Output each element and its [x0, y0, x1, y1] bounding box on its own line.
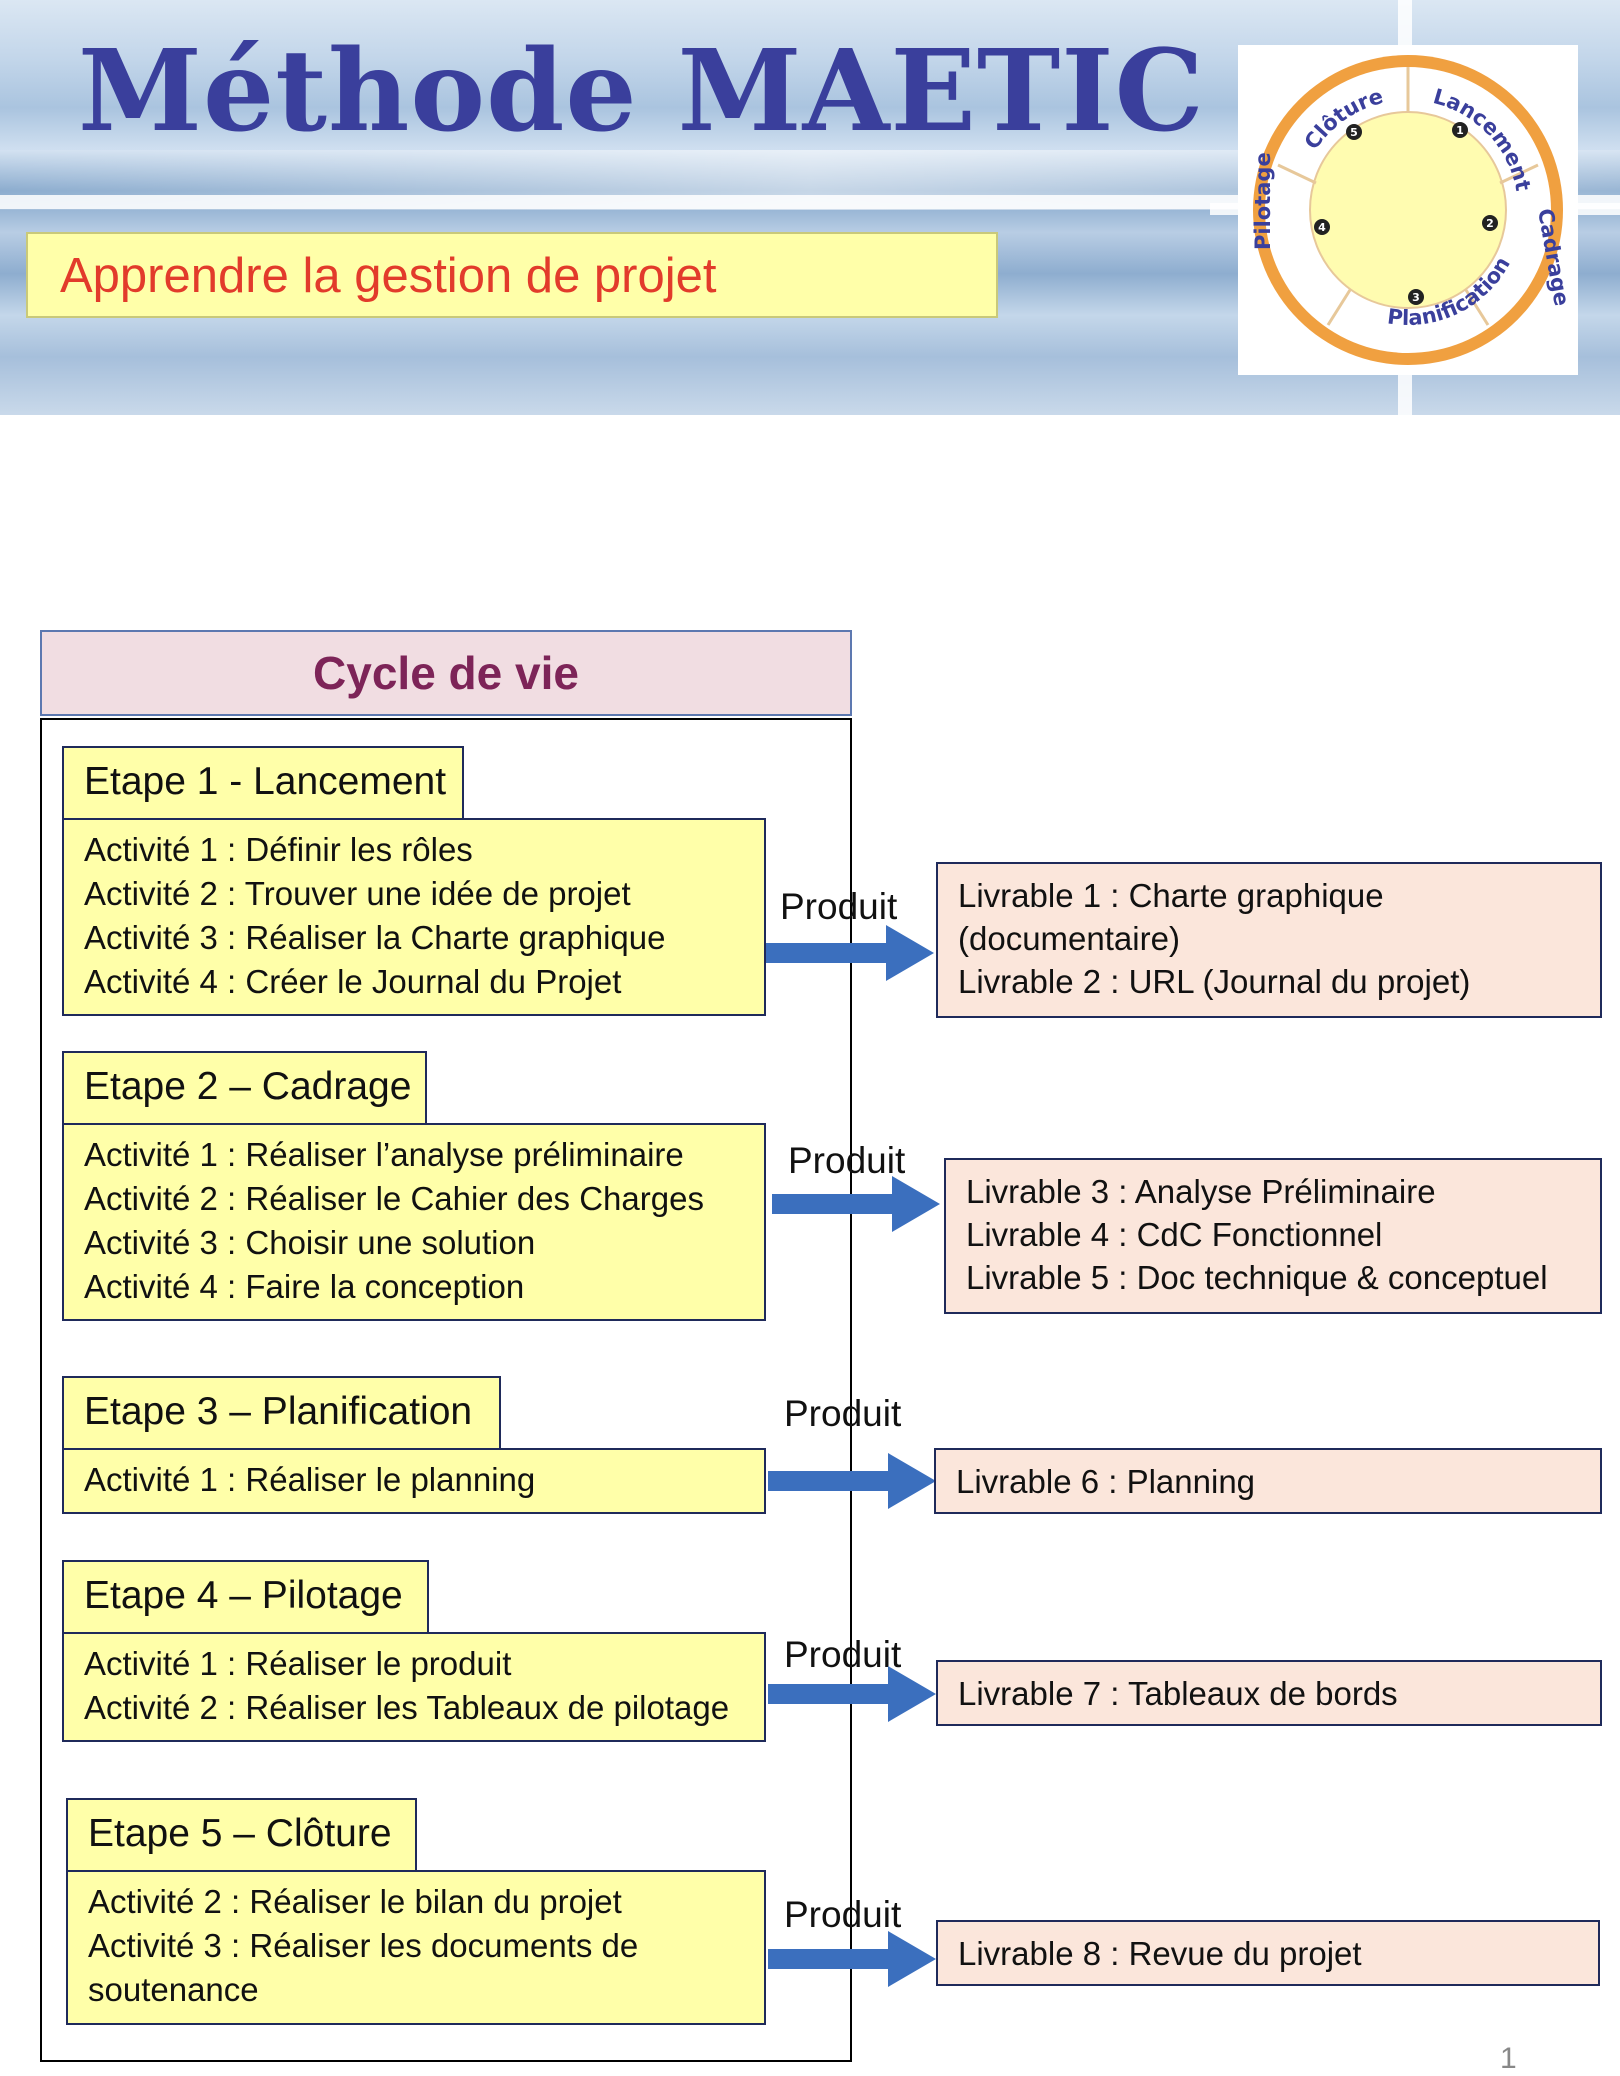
produit-label-1: Produit — [780, 886, 898, 927]
step-1-title: Etape 1 - Lancement — [62, 746, 464, 820]
step-2-activities: Activité 1 : Réaliser l’analyse prélimin… — [62, 1123, 766, 1321]
activity-item: Activité 3 : Choisir une solution — [84, 1224, 536, 1261]
deliverable-item: Livrable 8 : Revue du projet — [958, 1935, 1362, 1972]
produit-label-3: Produit — [784, 1393, 902, 1434]
deliverable-item: Livrable 1 : Charte graphique — [958, 877, 1384, 914]
produit-label-5: Produit — [784, 1894, 902, 1935]
step-5-deliverables: Livrable 8 : Revue du projet — [936, 1920, 1600, 1986]
activity-item: Activité 2 : Trouver une idée de projet — [84, 875, 631, 912]
step-1-activities: Activité 1 : Définir les rôles Activité … — [62, 818, 766, 1016]
logo-number-4: 4 — [1318, 221, 1326, 234]
cycle-heading: Cycle de vie — [313, 647, 579, 699]
maetic-logo: Clôture Lancement Planification Cadrage … — [1238, 45, 1578, 375]
step-title-text: Etape 4 – Pilotage — [84, 1574, 403, 1617]
arrow-right-icon — [772, 1176, 940, 1232]
arrow-right-icon — [768, 1931, 936, 1987]
step-4-deliverables: Livrable 7 : Tableaux de bords — [936, 1660, 1602, 1726]
step-3-activities: Activité 1 : Réaliser le planning — [62, 1448, 766, 1514]
cycle-logo-icon: Clôture Lancement Planification Cadrage … — [1251, 55, 1574, 365]
activity-item: Activité 2 : Réaliser le bilan du projet — [88, 1883, 622, 1920]
logo-label-pilotage: Pilotage — [1251, 152, 1275, 250]
activity-item: Activité 2 : Réaliser le Cahier des Char… — [84, 1180, 704, 1217]
step-title-text: Etape 1 - Lancement — [84, 760, 447, 803]
page-subtitle: Apprendre la gestion de projet — [60, 249, 717, 303]
deliverable-item: Livrable 5 : Doc technique & conceptuel — [966, 1259, 1548, 1296]
deliverable-item: Livrable 6 : Planning — [956, 1463, 1256, 1500]
step-2-deliverables: Livrable 3 : Analyse Préliminaire Livrab… — [944, 1158, 1602, 1314]
activity-item: Activité 2 : Réaliser les Tableaux de pi… — [84, 1689, 730, 1726]
deliverable-item: Livrable 3 : Analyse Préliminaire — [966, 1173, 1436, 1210]
deliverable-item: Livrable 4 : CdC Fonctionnel — [966, 1216, 1383, 1253]
deliverable-item: (documentaire) — [958, 920, 1180, 957]
step-4-activities: Activité 1 : Réaliser le produit Activit… — [62, 1632, 766, 1742]
activity-item: Activité 1 : Réaliser le produit — [84, 1645, 512, 1682]
step-title-text: Etape 3 – Planification — [84, 1390, 473, 1433]
logo-number-1: 1 — [1456, 124, 1464, 137]
activity-item: Activité 1 : Définir les rôles — [84, 831, 473, 868]
arrow-right-icon — [766, 925, 934, 981]
deliverable-item: Livrable 7 : Tableaux de bords — [958, 1675, 1398, 1712]
step-1-deliverables: Livrable 1 : Charte graphique (documenta… — [936, 862, 1602, 1018]
logo-number-2: 2 — [1486, 217, 1494, 230]
activity-item: Activité 4 : Créer le Journal du Projet — [84, 963, 622, 1000]
step-title-text: Etape 2 – Cadrage — [84, 1065, 412, 1108]
activity-item: Activité 1 : Réaliser le planning — [84, 1461, 536, 1498]
logo-number-5: 5 — [1350, 126, 1358, 139]
activity-item: Activité 3 : Réaliser la Charte graphiqu… — [84, 919, 666, 956]
activity-item: Activité 1 : Réaliser l’analyse prélimin… — [84, 1136, 684, 1173]
arrow-right-icon — [768, 1666, 936, 1722]
page-title: Méthode MAETIC — [78, 26, 1205, 157]
activity-item: Activité 4 : Faire la conception — [84, 1268, 525, 1305]
produit-label-4: Produit — [784, 1634, 902, 1675]
logo-number-3: 3 — [1412, 291, 1420, 304]
step-3-title: Etape 3 – Planification — [62, 1376, 501, 1450]
step-5-title: Etape 5 – Clôture — [66, 1798, 417, 1872]
step-title-text: Etape 5 – Clôture — [88, 1812, 392, 1855]
activity-item: Activité 3 : Réaliser les documents de s… — [88, 1927, 639, 2008]
step-5-activities: Activité 2 : Réaliser le bilan du projet… — [66, 1870, 766, 2025]
step-3-deliverables: Livrable 6 : Planning — [934, 1448, 1602, 1514]
cycle-heading-box: Cycle de vie — [40, 630, 852, 716]
deliverable-item: Livrable 2 : URL (Journal du projet) — [958, 963, 1471, 1000]
step-2-title: Etape 2 – Cadrage — [62, 1051, 427, 1125]
step-4-title: Etape 4 – Pilotage — [62, 1560, 429, 1634]
produit-label-2: Produit — [788, 1140, 906, 1181]
arrow-right-icon — [768, 1453, 936, 1509]
subtitle-box: Apprendre la gestion de projet — [26, 232, 998, 318]
page-number: 1 — [1500, 2042, 1517, 2075]
